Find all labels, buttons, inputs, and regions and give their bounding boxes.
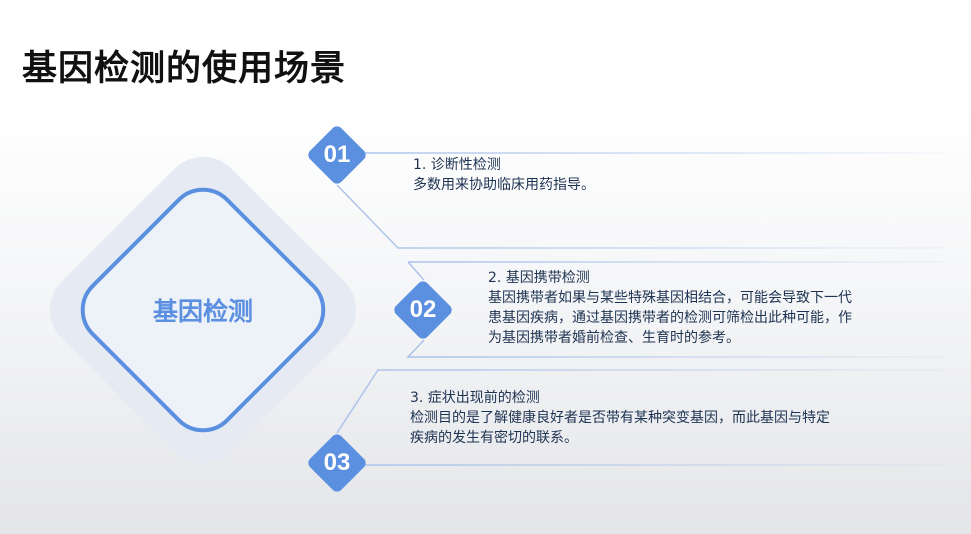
item-text: 多数用来协助临床用药指导。 bbox=[413, 177, 595, 193]
item-text: 为基因携带者婚前检查、生育时的参考。 bbox=[488, 330, 740, 346]
item-1-frame bbox=[336, 152, 945, 249]
inner-diamond bbox=[80, 187, 326, 433]
center-label: 基因检测 bbox=[152, 297, 253, 326]
diamond-02 bbox=[394, 281, 452, 339]
item-text: 检测目的是了解健康良好者是否带有某种突变基因，而此基因与特定 bbox=[410, 410, 830, 426]
item-1: 1. 诊断性检测 多数用来协助临床用药指导。 bbox=[413, 155, 595, 195]
item-2: 2. 基因携带检测 基因携带者如果与某些特殊基因相结合，可能会导致下一代 患基因… bbox=[488, 268, 852, 348]
item-number-01: 01 bbox=[323, 141, 351, 168]
item-heading: 3. 症状出现前的检测 bbox=[410, 390, 540, 406]
item-heading: 1. 诊断性检测 bbox=[413, 157, 501, 173]
item-text: 基因携带者如果与某些特殊基因相结合，可能会导致下一代 bbox=[488, 290, 852, 306]
item-heading: 2. 基因携带检测 bbox=[488, 270, 590, 286]
diamond-01 bbox=[308, 126, 366, 184]
item-2-frame bbox=[406, 261, 945, 358]
item-3-frame bbox=[336, 369, 945, 466]
item-number-02: 02 bbox=[409, 296, 437, 323]
item-text: 疾病的发生有密切的联系。 bbox=[410, 430, 578, 446]
item-text: 患基因疾病，通过基因携带者的检测可筛检出此种可能，作 bbox=[488, 310, 852, 326]
item-3: 3. 症状出现前的检测 检测目的是了解健康良好者是否带有某种突变基因，而此基因与… bbox=[410, 388, 830, 448]
page-title: 基因检测的使用场景 bbox=[22, 49, 347, 89]
diamond-03 bbox=[308, 434, 366, 492]
item-number-03: 03 bbox=[323, 449, 351, 476]
